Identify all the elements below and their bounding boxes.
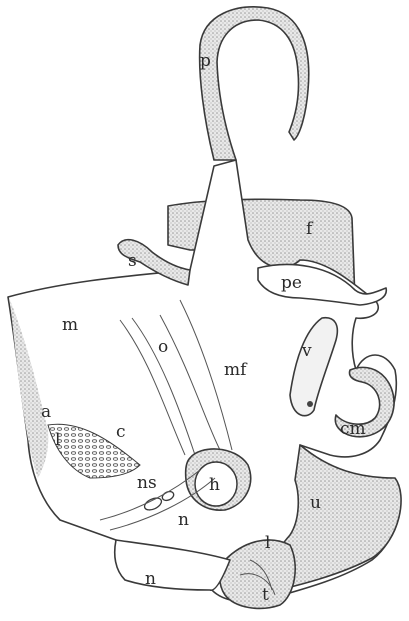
- label-n-lower: n: [145, 569, 156, 589]
- label-p: p: [200, 51, 211, 71]
- label-cm: cm: [340, 419, 366, 439]
- label-l-right: l: [265, 533, 270, 553]
- label-t: t: [262, 585, 269, 605]
- label-s: s: [128, 251, 137, 271]
- label-ns: ns: [137, 473, 157, 493]
- label-u: u: [310, 493, 321, 513]
- label-l-left: l: [55, 430, 60, 450]
- label-a: a: [41, 402, 51, 422]
- label-h: h: [209, 475, 220, 495]
- penis: [200, 7, 309, 160]
- label-pe: pe: [281, 273, 302, 293]
- label-c: c: [116, 422, 126, 442]
- label-v: v: [301, 341, 312, 361]
- label-m: m: [62, 315, 78, 335]
- label-o: o: [158, 337, 168, 357]
- label-n-inner: n: [178, 510, 189, 530]
- label-mf: mf: [224, 360, 248, 380]
